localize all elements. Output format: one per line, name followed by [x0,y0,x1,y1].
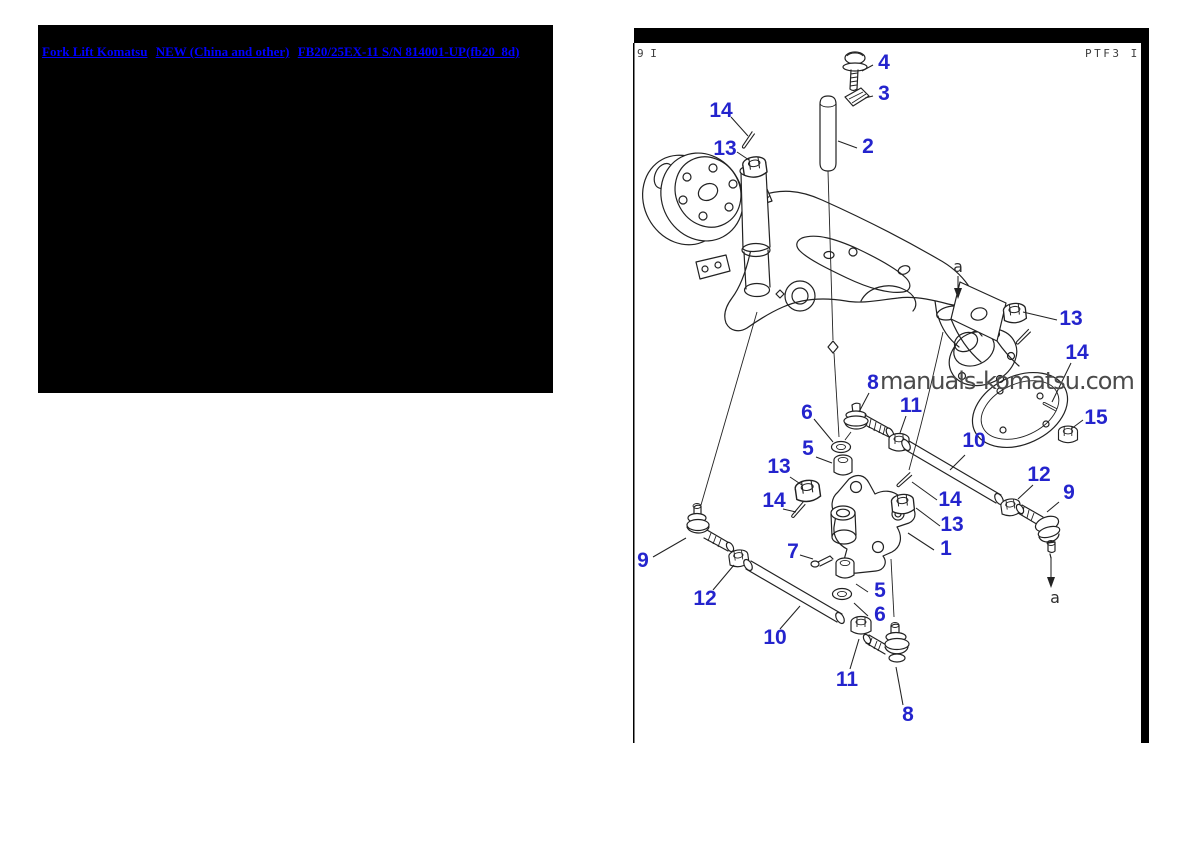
callout-12: 12 [693,587,716,610]
watermark: manuals-komatsu.com [880,367,1134,395]
callout-10: 10 [962,429,985,452]
cover-image-placeholder: Fork Lift Komatsu NEW (China and other) … [38,25,553,393]
breadcrumb-link[interactable]: FB20/25EX-11 S/N 814001-UP(fb20_8d) [297,44,520,59]
callout-12: 12 [1027,463,1050,486]
callout-14: 14 [762,489,786,512]
axis-letter-a: a [953,257,963,276]
callout-8: 8 [867,371,879,394]
left-hub-flange [642,152,744,246]
callout-15: 15 [1084,406,1108,429]
callout-13: 13 [940,513,963,536]
callout-9: 9 [637,549,649,572]
callout-9: 9 [1063,481,1075,504]
page-ref-left: 9 I [637,47,657,60]
callout-13: 13 [767,455,790,478]
sheet-frame: 9 I PTF3 I [633,28,1149,743]
bolt-part4 [842,51,868,92]
callout-8: 8 [902,703,914,726]
axis-letter-layer: aa [953,257,1060,607]
axis-letter-a: a [1050,588,1060,607]
axle-assembly-drawing [642,51,1084,706]
callout-7: 7 [787,540,799,563]
breadcrumb: Fork Lift Komatsu NEW (China and other) … [42,44,524,60]
callout-1: 1 [940,537,952,560]
callout-5: 5 [874,579,886,602]
callout-14: 14 [938,488,962,511]
callout-4: 4 [878,51,890,74]
callout-13: 13 [713,137,736,160]
callout-13: 13 [1059,307,1082,330]
callout-14: 14 [1065,341,1089,364]
tie-rod-upper [843,402,1061,559]
brake-plate [971,372,1069,448]
sheet-left-border [633,43,635,743]
grease-fitting-part7 [810,555,834,568]
steering-rod-part2 [819,95,837,172]
tie-rod-lower [686,503,910,663]
clip-part3 [844,87,870,107]
leader-lines [652,64,1084,706]
callout-14: 14 [709,99,733,122]
callout-6: 6 [801,401,813,424]
callout-11: 11 [836,668,859,691]
sheet-right-bar [1141,28,1149,743]
callout-2: 2 [862,135,874,158]
center-lines [700,170,944,618]
breadcrumb-link[interactable]: Fork Lift Komatsu [42,44,148,59]
breadcrumb-link[interactable]: NEW (China and other) [155,44,290,59]
direction-arrows [954,276,1055,588]
right-hub-flange [948,327,1018,387]
callout-10: 10 [763,626,786,649]
callout-11: 11 [900,394,923,417]
callout-5: 5 [802,437,814,460]
page-ref-right: PTF3 I [1085,47,1140,60]
callout-3: 3 [878,82,890,105]
sheet-top-bar [634,28,1149,43]
callout-6: 6 [874,603,886,626]
